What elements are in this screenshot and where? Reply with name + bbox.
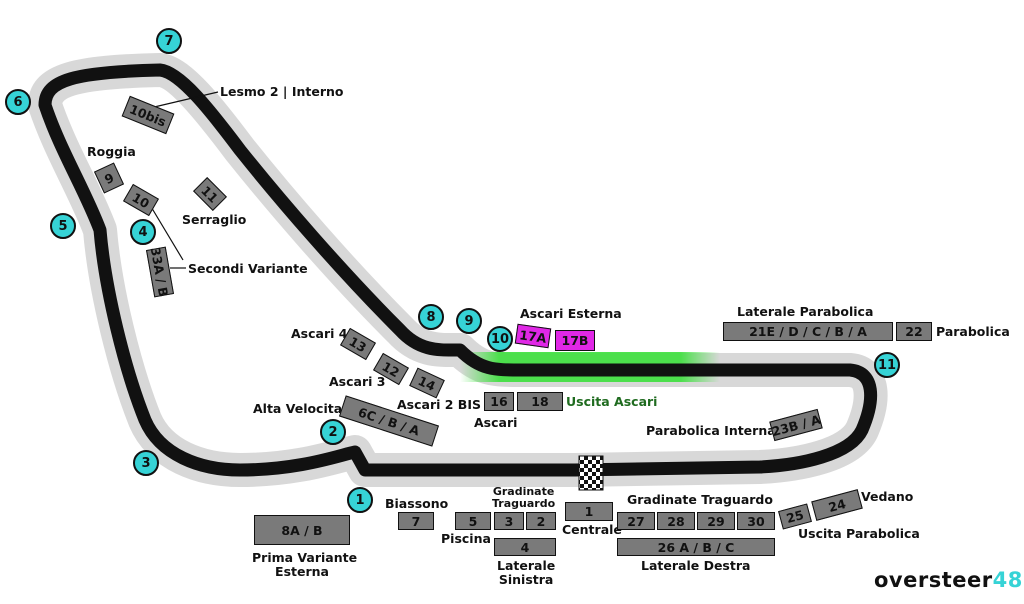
track	[38, 63, 878, 477]
label-secondi-variante: Secondi Variante	[188, 261, 308, 276]
label-laterale-destra: Laterale Destra	[641, 558, 751, 573]
stand-30[interactable]: 30	[737, 512, 775, 530]
label-ascari-4: Ascari 4	[291, 326, 348, 341]
turn-marker-6: 6	[5, 89, 31, 115]
label-parabolica-interna: Parabolica Interna	[646, 423, 776, 438]
stand-27[interactable]: 27	[617, 512, 655, 530]
label-gradinate-traguardo: Gradinate Traguardo	[627, 492, 773, 507]
stand-28[interactable]: 28	[657, 512, 695, 530]
turn-marker-8: 8	[418, 304, 444, 330]
turn-marker-11: 11	[874, 352, 900, 378]
logo-text: oversteer	[874, 568, 993, 592]
stand-16[interactable]: 16	[484, 392, 514, 411]
stand-17b[interactable]: 17B	[555, 330, 595, 351]
stand-3[interactable]: 3	[494, 512, 524, 530]
turn-marker-5: 5	[50, 213, 76, 239]
label-biassono: Biassono	[385, 496, 449, 511]
label-gradinate-traguardo-small: Gradinate Traguardo	[492, 485, 556, 510]
label-ascari: Ascari	[474, 415, 518, 430]
stand-22[interactable]: 22	[896, 322, 932, 341]
leader-line-lesmo	[149, 91, 219, 109]
label-alta-velocita: Alta Velocita	[253, 401, 343, 416]
stand-4[interactable]: 4	[494, 538, 556, 556]
turn-marker-2: 2	[320, 419, 346, 445]
label-ascari-esterna: Ascari Esterna	[520, 306, 622, 321]
label-centrale: Centrale	[562, 522, 622, 537]
label-lesmo: Lesmo 2 | Interno	[220, 84, 344, 99]
stand-8a-b[interactable]: 8A / B	[254, 515, 350, 545]
turn-marker-4: 4	[130, 219, 156, 245]
stand-18[interactable]: 18	[517, 392, 563, 411]
turn-marker-3: 3	[133, 450, 159, 476]
turn-marker-7: 7	[156, 28, 182, 54]
leader-line-secondi	[149, 204, 184, 261]
label-laterale-sinistra: Laterale Sinistra	[497, 558, 556, 587]
finish-line-flag	[578, 455, 604, 491]
label-serraglio: Serraglio	[182, 212, 247, 227]
stand-29[interactable]: 29	[697, 512, 735, 530]
turn-marker-1: 1	[347, 487, 373, 513]
label-ascari-2-bis: Ascari 2 BIS	[397, 397, 481, 412]
oversteer48-logo: oversteer48	[874, 568, 1023, 592]
turn-marker-9: 9	[456, 308, 482, 334]
label-vedano: Vedano	[861, 489, 914, 504]
stand-2[interactable]: 2	[526, 512, 556, 530]
label-piscina: Piscina	[441, 531, 491, 546]
label-roggia: Roggia	[87, 144, 136, 159]
stand-5[interactable]: 5	[455, 512, 491, 530]
stand-21e-a[interactable]: 21E / D / C / B / A	[723, 322, 893, 341]
label-prima-variante: Prima Variante Esterna	[252, 550, 358, 579]
label-uscita-parabolica: Uscita Parabolica	[798, 526, 920, 541]
label-ascari-3: Ascari 3	[329, 374, 386, 389]
stand-26a-c[interactable]: 26 A / B / C	[617, 538, 775, 556]
stand-7[interactable]: 7	[398, 512, 434, 530]
label-uscita-ascari: Uscita Ascari	[566, 394, 658, 409]
label-laterale-parabolica: Laterale Parabolica	[737, 304, 874, 319]
label-parabolica: Parabolica	[936, 324, 1010, 339]
turn-marker-10: 10	[487, 326, 513, 352]
logo-number: 48	[992, 568, 1023, 592]
stand-1[interactable]: 1	[565, 502, 613, 521]
